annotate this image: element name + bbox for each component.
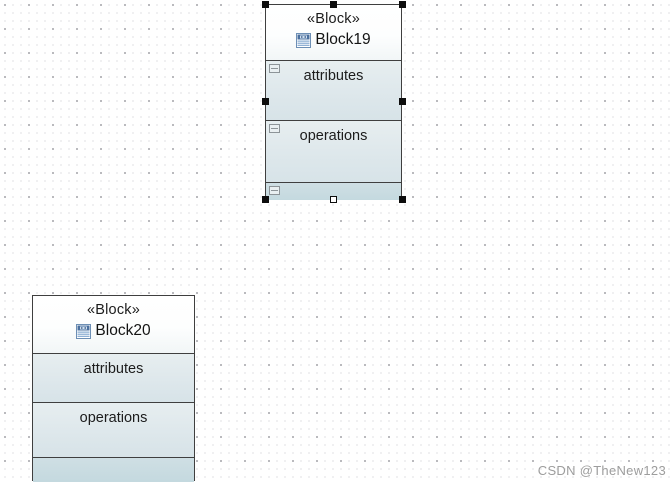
- selection-handle-top-left[interactable]: [261, 0, 269, 8]
- block-block19[interactable]: «Block» Block19: [265, 4, 402, 200]
- watermark-text: CSDN @TheNew123: [537, 463, 666, 478]
- selection-handle-bottom-center[interactable]: [330, 195, 337, 203]
- block19-name-row: Block19: [296, 30, 371, 50]
- block20-stereotype: «Block»: [87, 302, 140, 318]
- collapse-icon[interactable]: [269, 124, 280, 133]
- block-block20[interactable]: «Block» Block20 a: [32, 295, 195, 482]
- block20-name: Block20: [95, 322, 151, 339]
- selection-handle-top-center[interactable]: [330, 0, 337, 8]
- selection-handle-top-right[interactable]: [398, 0, 406, 8]
- block20-attributes-compartment[interactable]: attributes: [33, 353, 194, 402]
- sysml-block-icon: [76, 323, 92, 339]
- block19-attributes-compartment[interactable]: attributes: [266, 60, 401, 120]
- collapse-icon[interactable]: [269, 64, 280, 73]
- selection-handle-bottom-left[interactable]: [261, 195, 269, 203]
- sysml-block-icon: [296, 32, 312, 48]
- selection-handle-middle-right[interactable]: [398, 98, 406, 105]
- block20-name-row: Block20: [76, 321, 151, 341]
- block20-attributes-label: attributes: [83, 361, 144, 377]
- block19-extra-compartment[interactable]: [266, 182, 401, 200]
- block19-attributes-label: attributes: [303, 68, 364, 84]
- collapse-icon[interactable]: [269, 186, 280, 195]
- block20-extra-compartment[interactable]: [33, 457, 194, 482]
- block19-header-compartment: «Block» Block19: [266, 5, 401, 60]
- block19-name: Block19: [315, 31, 371, 48]
- block20-operations-compartment[interactable]: operations: [33, 402, 194, 457]
- block20-operations-label: operations: [79, 410, 148, 426]
- selection-handle-bottom-right[interactable]: [398, 195, 406, 203]
- block19-operations-compartment[interactable]: operations: [266, 120, 401, 182]
- block20-header-compartment: «Block» Block20: [33, 296, 194, 353]
- block19-operations-label: operations: [299, 128, 368, 144]
- selection-handle-middle-left[interactable]: [261, 98, 269, 105]
- block19-stereotype: «Block»: [307, 11, 360, 27]
